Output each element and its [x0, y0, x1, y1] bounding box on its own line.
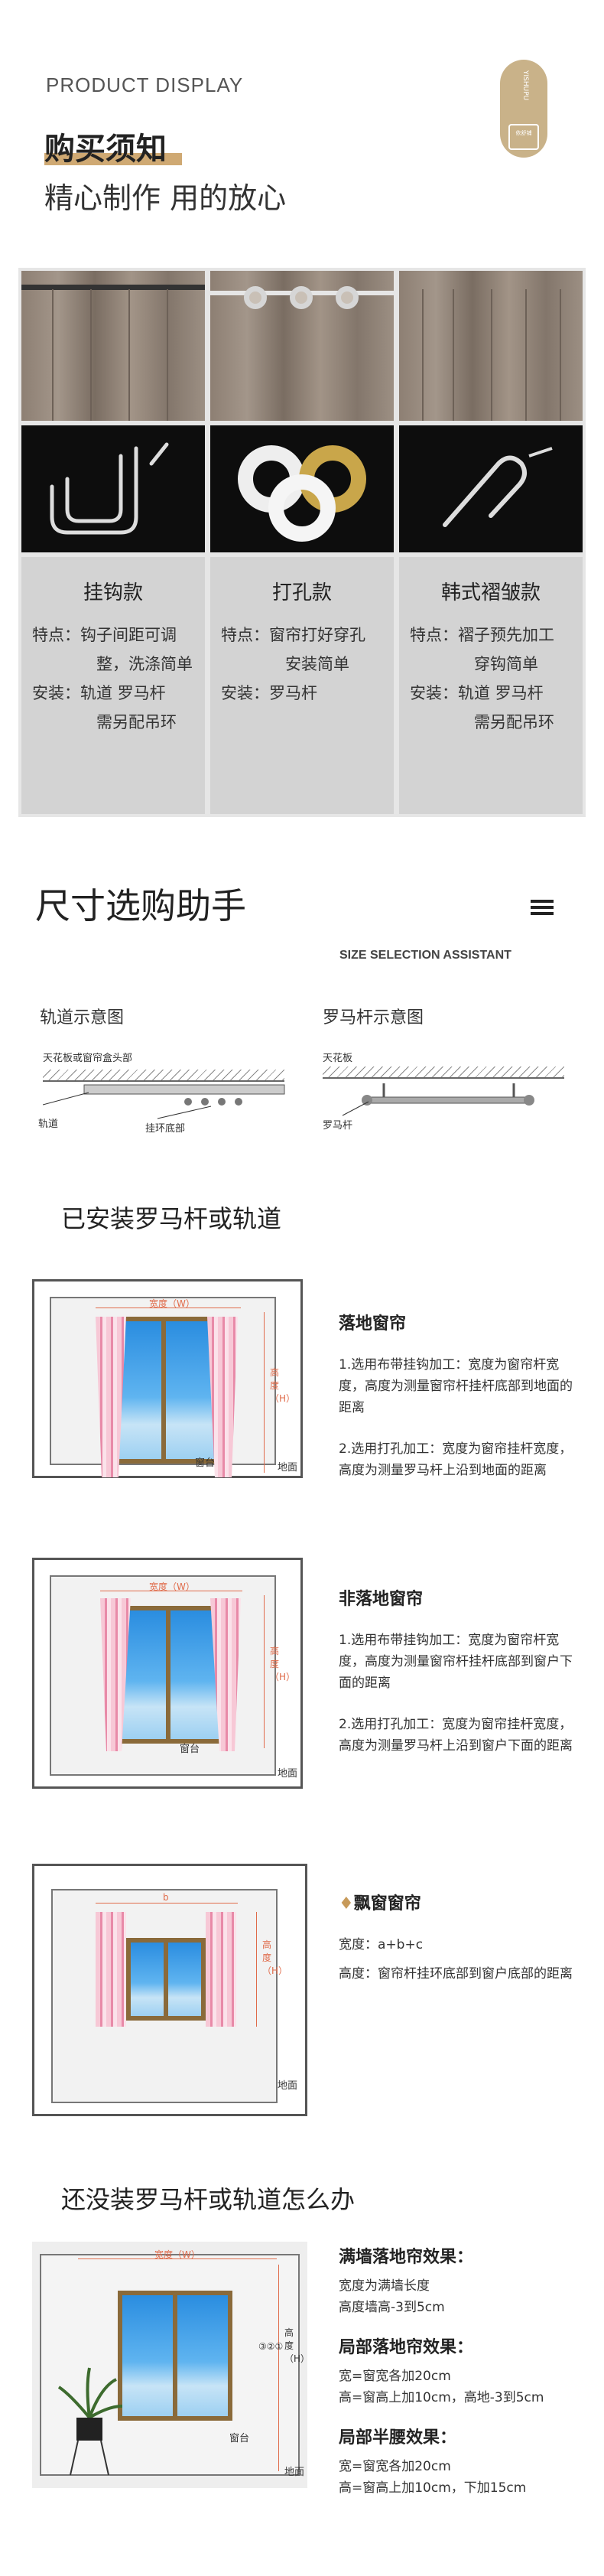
spec-text: 轨道 罗马杆	[80, 684, 166, 702]
spec-title: 挂钩款	[83, 581, 143, 604]
bay-window-p2: 高度：窗帘杆挂环底部到窗户底部的距离	[339, 1966, 573, 1982]
nonfloor-curtain-heading: 非落地窗帘	[339, 1590, 424, 1609]
effect-line: 高度墙高-3到5cm	[339, 2300, 445, 2315]
diamond-icon: ♦	[339, 1894, 354, 1913]
b-label: b	[163, 1892, 169, 1903]
height-label: 高度（H）	[270, 1367, 296, 1404]
spec-label: 安装：	[410, 684, 458, 702]
spec-label: 安装：	[32, 684, 80, 702]
ground-label: 地面	[284, 2467, 305, 2478]
spec-label: 安装：	[221, 684, 269, 702]
spec-card-grommet: 打孔款 特点：窗帘打好穿孔 安装简单 安装：罗马杆	[210, 557, 394, 814]
effect-line: 宽=窗宽各加20cm	[339, 2369, 451, 2384]
brand-logo-text: 依舒铺	[515, 130, 532, 136]
effect-heading: 局部落地帘效果：	[339, 2338, 474, 2357]
height-label: 高度（H）	[270, 1646, 296, 1682]
menu-icon[interactable]	[531, 900, 554, 918]
rod-label: 罗马杆	[323, 1120, 353, 1132]
floor-curtain-diagram: 宽度（W） 高度（H） 窗台 地面	[32, 1279, 303, 1478]
nonfloor-curtain-desc: 非落地窗帘 1.选用布带挂钩加工：宽度为窗帘杆宽度，高度为测量窗帘杆挂杆底部到窗…	[339, 1585, 576, 1776]
spec-card-hook: 挂钩款 特点：钩子间距可调 整，洗涤简单 安装：轨道 罗马杆 需另配吊环	[21, 557, 205, 814]
title-highlight-bar	[44, 153, 182, 165]
floor-curtain-desc: 落地窗帘 1.选用布带挂钩加工：宽度为窗帘杆宽度，高度为测量窗帘杆挂杆底部到地面…	[339, 1310, 576, 1501]
height-numbers: ③②①	[258, 2341, 284, 2352]
product-display-label: PRODUCT DISPLAY	[46, 73, 244, 96]
height-label: 高度（H）	[262, 1939, 288, 1976]
effect-line: 宽度为满墙长度	[339, 2278, 430, 2294]
brand-tag-vertical-text: YISHUPU	[521, 70, 529, 101]
page-title: 购买须知	[44, 132, 167, 167]
rod-ceiling-label: 天花板	[323, 1053, 353, 1064]
rod-diagram-title: 罗马杆示意图	[323, 1008, 424, 1027]
bay-window-heading-text: 飘窗窗帘	[353, 1894, 421, 1913]
rod-ceiling	[323, 1067, 564, 1079]
ground-label: 地面	[278, 1462, 298, 1474]
spec-label: 特点：	[32, 626, 80, 644]
track-diagram	[43, 1084, 285, 1119]
effect-line: 高=窗高上加10cm，高地-3到5cm	[339, 2390, 544, 2405]
spec-label: 特点：	[221, 626, 269, 644]
ground-label: 地面	[278, 1768, 298, 1780]
track-label: 轨道	[38, 1119, 59, 1130]
effect-heading: 局部半腰效果：	[339, 2428, 457, 2447]
not-installed-desc: 满墙落地帘效果： 宽度为满墙长度 高度墙高-3到5cm 局部落地帘效果： 宽=窗…	[339, 2243, 576, 2519]
floor-curtain-p1: 1.选用布带挂钩加工：宽度为窗帘杆宽度，高度为测量窗帘杆挂杆底部到地面的距离	[339, 1357, 573, 1415]
plant-icon	[57, 2367, 123, 2476]
sill-label: 窗台	[229, 2433, 250, 2444]
height-label: 高度（H）	[284, 2327, 310, 2364]
spec-text: 窗帘打好穿孔	[269, 626, 365, 644]
brand-logo-box: 依舒铺	[508, 124, 539, 150]
nonfloor-curtain-p1: 1.选用布带挂钩加工：宽度为窗帘杆宽度，高度为测量窗帘杆挂杆底部到窗户下面的距离	[339, 1633, 573, 1691]
pleated-curtain-photo	[399, 271, 583, 421]
nonfloor-curtain-diagram: 宽度（W） 高度（H） 窗台 地面	[32, 1558, 303, 1789]
width-label: 宽度（W）	[149, 1581, 195, 1592]
effect-heading: 满墙落地帘效果：	[339, 2248, 474, 2267]
effect-line: 高=窗高上加10cm，下加15cm	[339, 2480, 527, 2496]
installed-section-title: 已安装罗马杆或轨道	[61, 1204, 282, 1233]
bay-window-desc: ♦飘窗窗帘 宽度：a+b+c 高度：窗帘杆挂环底部到窗户底部的距离	[339, 1890, 576, 2004]
not-installed-diagram: 宽度（W） 高度（H） ③②① 窗台 地面	[32, 2242, 310, 2488]
track-ceiling-label: 天花板或窗帘盒头部	[43, 1053, 133, 1064]
sill-label: 窗台	[195, 1457, 216, 1469]
width-label: 宽度（W）	[149, 1298, 195, 1309]
grommet-rings-photo	[210, 425, 394, 552]
floor-curtain-heading: 落地窗帘	[339, 1314, 407, 1334]
nonfloor-curtain-p2: 2.选用打孔加工：宽度为窗帘挂杆宽度，高度为测量罗马杆上沿到窗户下面的距离	[339, 1717, 573, 1754]
page-subtitle: 精心制作 用的放心	[44, 181, 287, 215]
spec-label: 特点：	[410, 626, 458, 644]
spec-text: 安装简单	[285, 655, 349, 673]
sill-label: 窗台	[180, 1744, 200, 1755]
spec-text: 钩子间距可调	[80, 626, 177, 644]
rod-diagram	[342, 1083, 534, 1116]
spec-title: 打孔款	[271, 581, 332, 604]
spec-text: 轨道 罗马杆	[458, 684, 544, 702]
floor-curtain-p2: 2.选用打孔加工：宽度为窗帘挂杆宽度，高度为测量罗马杆上沿到地面的距离	[339, 1441, 573, 1478]
product-grid: 挂钩款 特点：钩子间距可调 整，洗涤简单 安装：轨道 罗马杆 需另配吊环 打孔款…	[18, 268, 586, 817]
spec-text: 罗马杆	[269, 684, 317, 702]
bay-window-diagram: b 高度（H） 地面	[32, 1864, 307, 2116]
effect-line: 宽=窗宽各加20cm	[339, 2459, 451, 2474]
spec-text: 需另配吊环	[474, 713, 554, 731]
brand-tag: YISHUPU 依舒铺	[500, 60, 547, 158]
width-label: 宽度（W）	[154, 2249, 200, 2260]
track-ceiling	[43, 1070, 284, 1082]
spec-text: 整，洗涤简单	[96, 655, 193, 673]
bay-window-p1: 宽度：a+b+c	[339, 1937, 424, 1952]
hook-hardware-photo	[21, 425, 205, 552]
spec-text: 褶子预先加工	[458, 626, 554, 644]
not-installed-section-title: 还没装罗马杆或轨道怎么办	[61, 2185, 356, 2214]
spec-text: 需另配吊环	[96, 713, 177, 731]
size-helper-title: 尺寸选购助手	[35, 885, 246, 927]
grommet-curtain-photo	[210, 271, 394, 421]
spec-card-pleated: 韩式褶皱款 特点：褶子预先加工 穿钩简单 安装：轨道 罗马杆 需另配吊环	[399, 557, 583, 814]
ground-label: 地面	[278, 2080, 298, 2092]
spec-title: 韩式褶皱款	[440, 581, 541, 604]
hook-curtain-photo	[21, 271, 205, 421]
track-diagram-title: 轨道示意图	[40, 1008, 125, 1027]
track-hook-label: 挂环底部	[145, 1123, 186, 1135]
size-helper-subtitle: SIZE SELECTION ASSISTANT	[339, 949, 511, 962]
bay-window-heading: ♦飘窗窗帘	[339, 1890, 576, 1914]
pin-hook-photo	[399, 425, 583, 552]
spec-text: 穿钩简单	[474, 655, 538, 673]
